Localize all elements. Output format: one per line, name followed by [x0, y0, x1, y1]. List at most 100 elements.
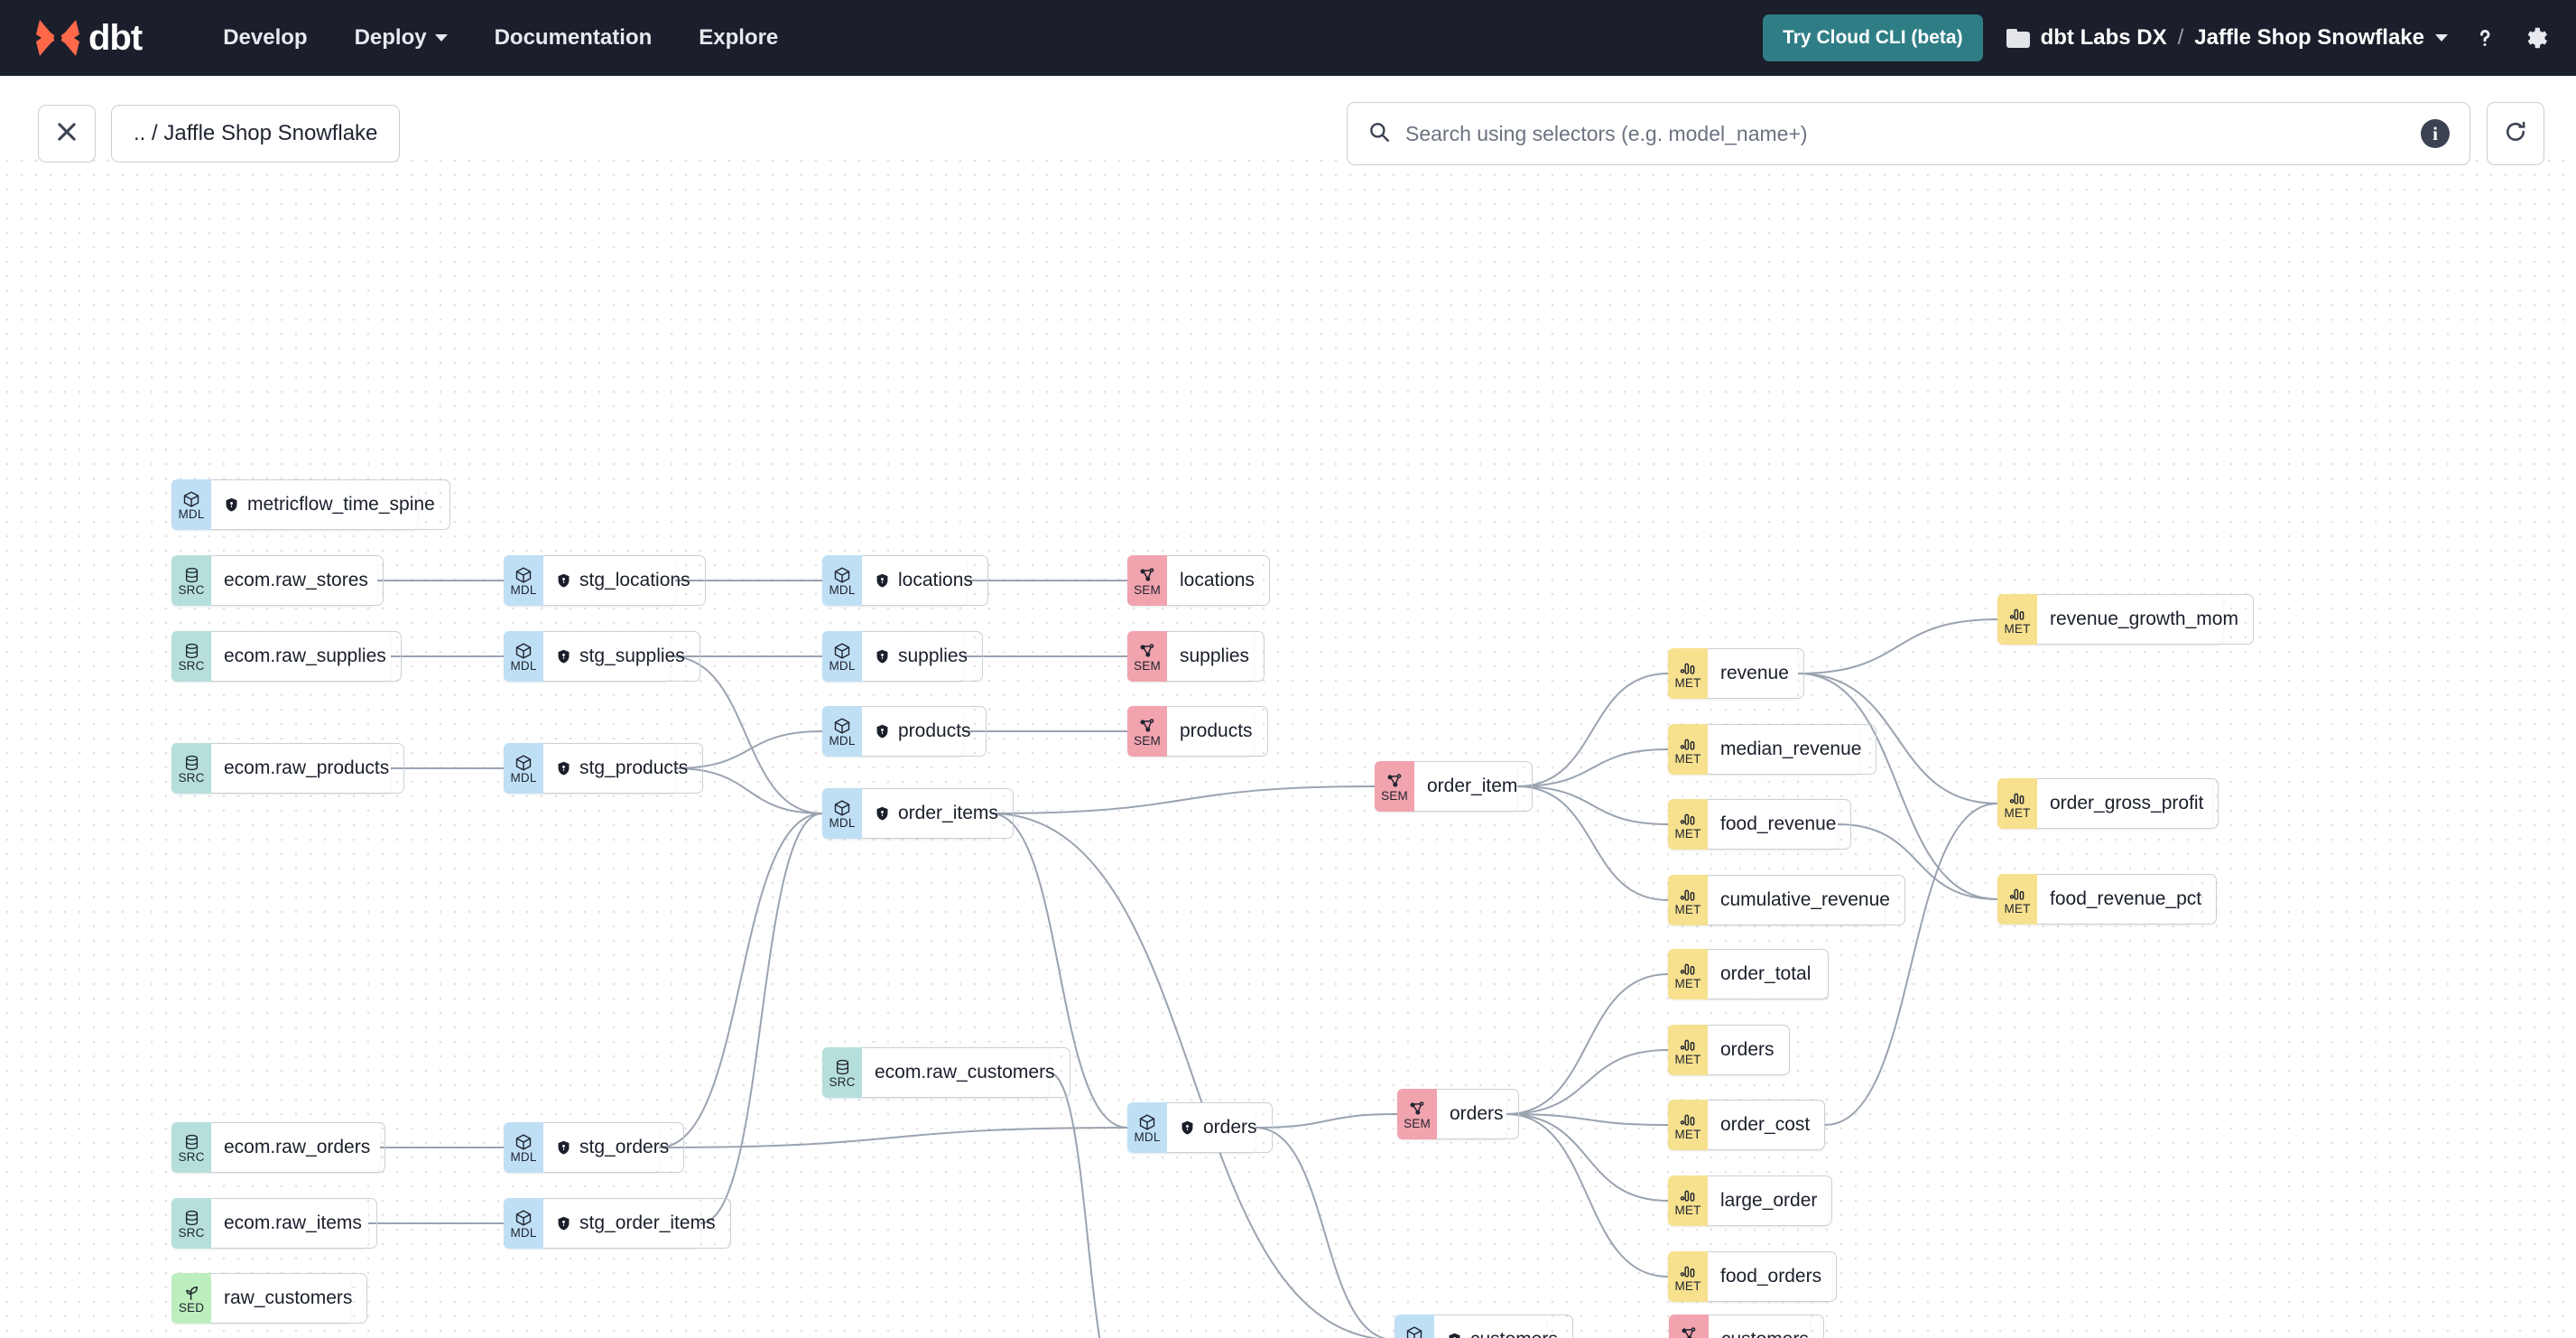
node-type-label: MET	[2004, 806, 2031, 820]
try-cloud-cli-button[interactable]: Try Cloud CLI (beta)	[1763, 14, 1983, 61]
node-type-label: SRC	[178, 1150, 205, 1164]
lineage-edge	[1506, 973, 1669, 1115]
lineage-edge	[1506, 1049, 1669, 1115]
graph-node-src_raw_items[interactable]: SRC ecom.raw_items	[171, 1198, 377, 1249]
node-type-label: MDL	[178, 507, 205, 521]
src-type-badge: SRC	[171, 1198, 211, 1249]
cube-icon	[514, 1133, 533, 1151]
help-button[interactable]	[2471, 24, 2498, 51]
settings-button[interactable]	[2522, 24, 2549, 51]
node-type-label: MET	[2004, 902, 2031, 915]
shield-icon	[556, 1214, 571, 1232]
close-button[interactable]	[38, 105, 96, 163]
mdl-type-badge: MDL	[1127, 1102, 1167, 1153]
account-name: dbt Labs DX	[2040, 25, 2167, 50]
met-type-badge: MET	[1668, 1175, 1708, 1226]
node-body: ecom.raw_stores	[211, 555, 384, 606]
node-label: order_cost	[1720, 1114, 1811, 1135]
node-label: ecom.raw_items	[224, 1213, 362, 1233]
folder-icon	[2006, 28, 2030, 48]
node-body: order_items	[862, 788, 1014, 839]
account-project-breadcrumb[interactable]: dbt Labs DX / Jaffle Shop Snowflake	[2006, 25, 2448, 51]
sem-type-badge: SEM	[1397, 1089, 1437, 1139]
node-label: locations	[898, 570, 973, 590]
mdl-type-badge: MDL	[822, 631, 862, 682]
chevron-down-icon	[434, 34, 448, 42]
dbt-logo[interactable]: dbt	[32, 14, 143, 61]
met-type-badge: MET	[1668, 799, 1708, 850]
shield-icon	[556, 647, 571, 665]
search-box[interactable]: i	[1347, 102, 2470, 165]
search-input[interactable]	[1405, 121, 2406, 146]
graph-node-sem_customers[interactable]: SEMcustomers	[1669, 1315, 1824, 1338]
refresh-button[interactable]	[2487, 102, 2544, 165]
node-label: orders	[1450, 1103, 1504, 1124]
semantic-graph-icon	[1680, 1325, 1698, 1338]
cube-icon	[514, 642, 533, 660]
node-type-label: SRC	[178, 583, 205, 597]
node-label: products	[898, 720, 971, 741]
semantic-graph-icon	[1138, 717, 1156, 735]
graph-node-mdl_customers[interactable]: MDLcustomers	[1395, 1315, 1573, 1338]
cube-icon	[1405, 1325, 1423, 1338]
project-name: Jaffle Shop Snowflake	[2194, 25, 2424, 50]
nav-link-deploy[interactable]: Deploy	[355, 25, 448, 51]
nav-link-explore[interactable]: Explore	[699, 25, 778, 51]
node-label: locations	[1180, 570, 1255, 590]
graph-node-src_raw_stores[interactable]: SRC ecom.raw_stores	[171, 555, 384, 606]
graph-node-sem_orders[interactable]: SEM orders	[1397, 1089, 1519, 1139]
seedling-icon	[182, 1284, 200, 1302]
node-type-label: SRC	[178, 659, 205, 673]
project-breadcrumb-label: .. / Jaffle Shop Snowflake	[134, 121, 378, 145]
mdl-type-badge: MDL	[504, 555, 543, 606]
cube-icon	[1138, 1113, 1156, 1131]
node-type-label: MDL	[829, 659, 856, 673]
nav-link-documentation[interactable]: Documentation	[495, 25, 653, 51]
info-icon[interactable]: i	[2421, 119, 2450, 148]
lineage-edge	[674, 767, 823, 814]
chevron-down-icon[interactable]	[2435, 34, 2448, 42]
nav-link-develop[interactable]: Develop	[223, 25, 307, 51]
node-label: order_items	[898, 803, 998, 823]
node-label: ecom.raw_products	[224, 757, 390, 778]
node-label: customers	[1721, 1329, 1809, 1338]
node-type-label: MET	[2004, 622, 2031, 636]
node-body: ecom.raw_customers	[862, 1047, 1070, 1098]
node-body: ecom.raw_products	[211, 743, 405, 794]
project-breadcrumb-pill[interactable]: .. / Jaffle Shop Snowflake	[111, 105, 401, 163]
lineage-edge	[1824, 803, 1998, 1126]
